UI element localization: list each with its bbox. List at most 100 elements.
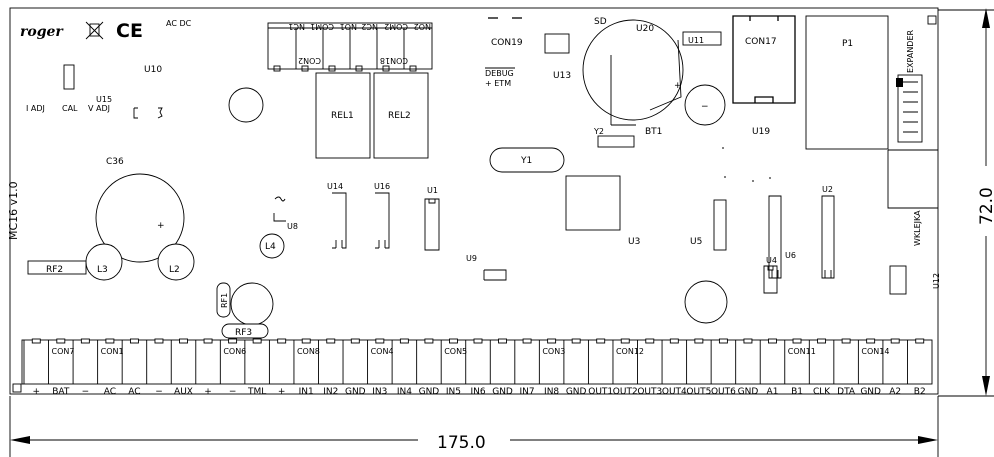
relay-REL2 [373, 72, 429, 159]
terminal-label: − [155, 387, 163, 397]
dimension-width [9, 396, 939, 457]
resistor-RF2 [27, 260, 87, 275]
debug-label: DEBUG [485, 69, 514, 78]
label-Y1: Y1 [520, 156, 532, 166]
pcb-outline [9, 7, 939, 395]
terminal-label: IN3 [372, 387, 387, 397]
terminal-screw [326, 338, 336, 344]
terminal-screw [645, 338, 655, 344]
terminal-label: + [204, 387, 212, 397]
terminal-screw [228, 338, 238, 344]
terminal-label: + [32, 387, 40, 397]
terminal-screw [277, 338, 287, 344]
terminal-screw [547, 338, 557, 344]
terminal-label: GND [492, 387, 513, 397]
terminal-label: GND [566, 387, 587, 397]
chip-U6 [768, 195, 782, 279]
terminal-label: IN4 [397, 387, 412, 397]
terminal-screw [252, 338, 262, 344]
terminal-screw [301, 338, 311, 344]
terminal-label: OUT4 [662, 387, 687, 397]
chip-U4 [763, 265, 778, 294]
connector-P1 [805, 15, 889, 150]
label-U8: U8 [287, 222, 298, 231]
terminal-label: OUT1 [588, 387, 613, 397]
connector-label-CON1: CON1 [101, 347, 124, 356]
terminal-label: IN8 [544, 387, 559, 397]
label-U4: U4 [766, 256, 777, 265]
label-U20: U20 [636, 24, 654, 34]
c36-plus-mark: + [157, 221, 165, 231]
battery-minus: − [701, 102, 709, 112]
expander-header [896, 74, 923, 143]
debug-label-etm: + ETM [485, 79, 511, 88]
component-pad-round [230, 282, 274, 326]
cal-label-i-adj: I ADJ [26, 104, 45, 113]
connector-label-CON7: CON7 [52, 347, 75, 356]
inductor-L2 [157, 243, 195, 281]
buzzer-pad [684, 84, 726, 126]
terminal-screw [522, 338, 532, 344]
connector-label-CON8: CON8 [297, 347, 320, 356]
terminal-screw [866, 338, 876, 344]
relay-terminal-NC2: NC2 [361, 22, 378, 31]
terminal-screw [203, 338, 213, 344]
label-L4: L4 [265, 242, 276, 252]
terminal-label: OUT5 [686, 387, 711, 397]
label-BT1: BT1 [645, 127, 662, 137]
terminal-screw [449, 338, 458, 344]
relay-terminal-COM2: COM2 [384, 22, 408, 31]
terminal-screw [424, 338, 434, 344]
connector-label-CON14: CON14 [861, 347, 889, 356]
terminal-label: DTA [837, 387, 856, 397]
label-P1: P1 [842, 39, 853, 49]
inductor-L4 [259, 233, 285, 259]
label-REL1: REL1 [331, 111, 354, 121]
label-U1: U1 [427, 186, 438, 195]
terminal-screw [80, 338, 90, 344]
crystal-Y1 [489, 147, 565, 173]
terminal-label: OUT2 [613, 387, 638, 397]
terminal-screw [399, 338, 409, 344]
label-REL2: REL2 [388, 111, 411, 121]
terminal-label: A2 [889, 387, 901, 397]
cal-label-v-adj: V ADJ [88, 104, 110, 113]
terminal-screw [179, 338, 188, 344]
chip-U5 [713, 199, 727, 251]
dimension-height [938, 8, 994, 397]
terminal-screw [792, 338, 802, 344]
terminal-label: B2 [914, 387, 926, 397]
dimension-width-value: 175.0 [437, 433, 486, 453]
terminal-label: − [82, 387, 90, 397]
terminal-label: B1 [791, 387, 803, 397]
label-CON18: CON18 [380, 56, 408, 65]
terminal-label: GND [419, 387, 440, 397]
terminal-screw [890, 338, 900, 344]
u8-pads [273, 196, 286, 222]
chip-U1 [424, 198, 440, 251]
label-RF2: RF2 [46, 265, 63, 275]
label-U9: U9 [466, 254, 477, 263]
cal-jumper [63, 64, 75, 90]
terminal-screw [129, 338, 139, 344]
chip-U12 [889, 265, 907, 295]
label-Y2: Y2 [593, 127, 604, 136]
terminal-label: − [229, 387, 237, 397]
terminal-screw [375, 338, 385, 344]
label-U14: U14 [327, 182, 343, 191]
capacitor-C36 [95, 173, 185, 263]
terminal-screw [105, 338, 115, 344]
label-L3: L3 [97, 265, 108, 275]
terminal-screw [56, 338, 66, 344]
terminal-cells [23, 338, 925, 384]
terminal-screw [694, 338, 704, 344]
sd-card-slot [610, 39, 682, 126]
weee-bin-icon [85, 21, 104, 40]
terminal-label: AC [104, 387, 116, 397]
label-U5: U5 [690, 237, 702, 247]
terminal-screw [743, 338, 753, 344]
ce-mark: CE [116, 20, 143, 42]
power-label: AC DC [166, 19, 192, 28]
